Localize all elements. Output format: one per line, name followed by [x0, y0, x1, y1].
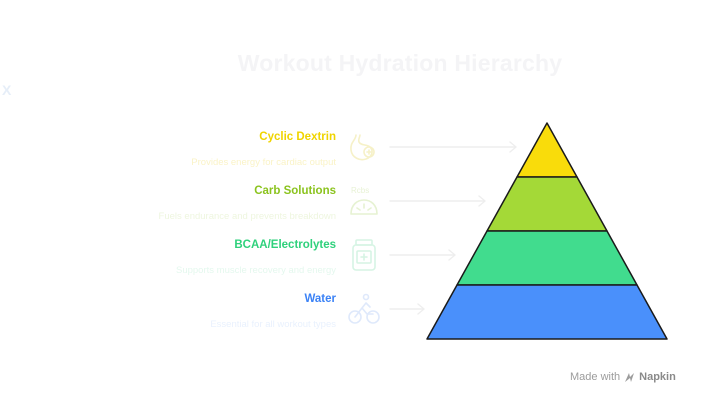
watermark-prefix: Made with [570, 371, 621, 383]
pyramid-tier-water [426, 284, 668, 340]
level-title-cyclic-dextrin: Cyclic Dextrin [259, 131, 336, 143]
arrow-bcaa-electrolytes [389, 249, 456, 261]
level-title-water: Water [304, 293, 336, 305]
stomach-icon [350, 134, 375, 161]
supplement-jar-icon [352, 239, 376, 271]
arrow-carb-solutions [389, 195, 486, 207]
pyramid-tier-carb-solutions [486, 176, 608, 232]
watermark-brand: Napkin [639, 371, 676, 383]
arrow-cyclic-dextrin [389, 141, 517, 153]
page-title: Workout Hydration Hierarchy [237, 50, 563, 76]
close-icon[interactable]: X [2, 82, 12, 98]
level-desc-bcaa-electrolytes: Supports muscle recovery and energy [176, 265, 336, 276]
napkin-logo-icon [625, 372, 635, 382]
scale-icon [350, 199, 378, 215]
scale-label: Rcbs [351, 186, 370, 195]
pyramid-tier-cyclic-dextrin [516, 122, 578, 178]
pyramid-tier-bcaa-electrolytes [456, 230, 638, 286]
level-title-bcaa-electrolytes: BCAA/Electrolytes [234, 239, 336, 251]
level-desc-cyclic-dextrin: Provides energy for cardiac output [191, 157, 336, 168]
watermark[interactable]: Made with Napkin [570, 371, 676, 383]
level-desc-water: Essential for all workout types [210, 319, 336, 330]
level-title-carb-solutions: Carb Solutions [254, 185, 336, 197]
cycling-icon [348, 293, 380, 324]
level-desc-carb-solutions: Fuels endurance and prevents breakdown [158, 211, 336, 222]
arrow-water [389, 303, 425, 315]
